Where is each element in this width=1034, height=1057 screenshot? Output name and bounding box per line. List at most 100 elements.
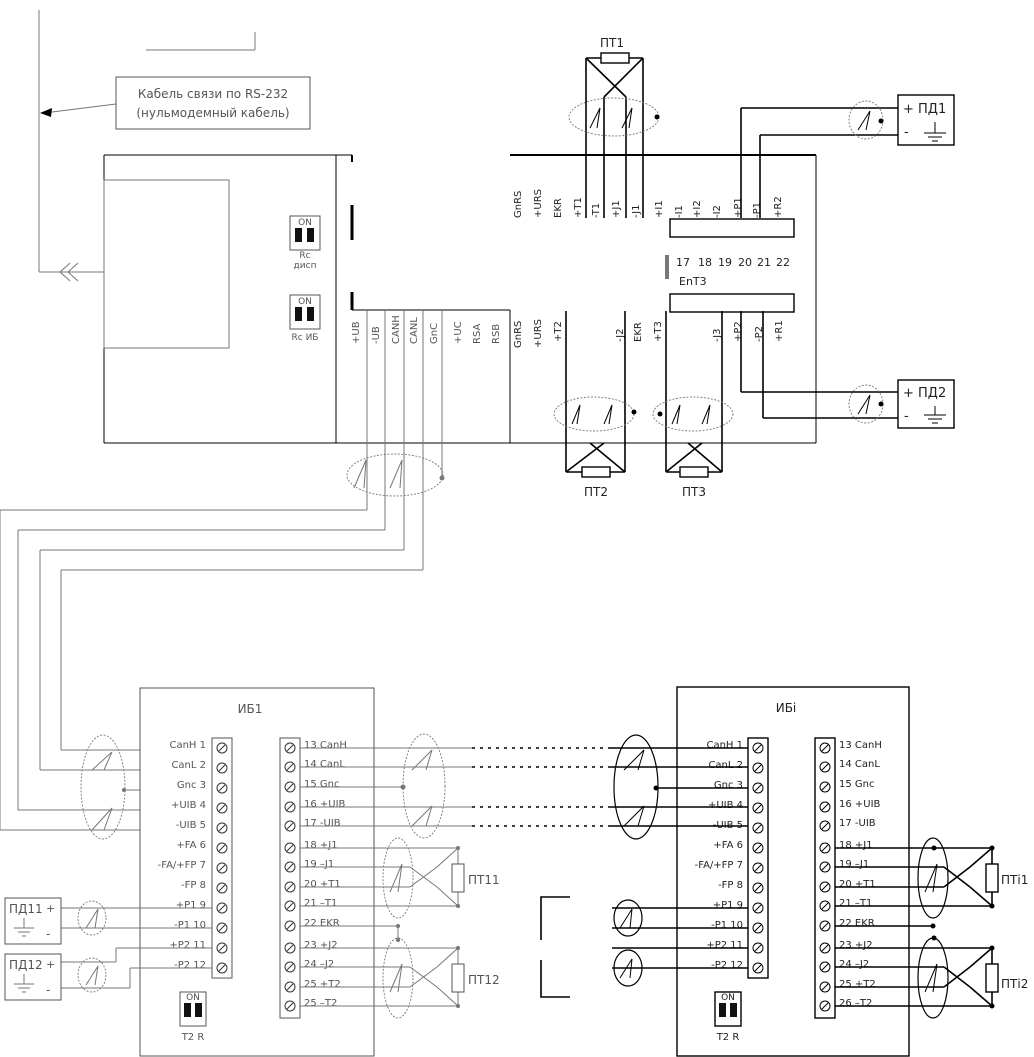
svg-text:16 +UIB: 16 +UIB bbox=[839, 799, 881, 810]
svg-text:+T3: +T3 bbox=[653, 321, 664, 342]
ibi-title: ИБi bbox=[776, 701, 797, 715]
svg-text:ПД12: ПД12 bbox=[9, 958, 43, 972]
svg-text:+P1 9: +P1 9 bbox=[713, 900, 743, 911]
svg-text:-UB: -UB bbox=[371, 326, 382, 344]
svg-text:GnC: GnC bbox=[429, 323, 440, 344]
svg-text:22 EKR: 22 EKR bbox=[304, 918, 340, 929]
svg-text:-P1: -P1 bbox=[752, 202, 763, 218]
svg-text:-: - bbox=[904, 125, 909, 140]
svg-text:15 Gnc: 15 Gnc bbox=[839, 779, 875, 790]
svg-text:ON: ON bbox=[298, 297, 312, 307]
svg-text:22: 22 bbox=[776, 256, 790, 269]
svg-text:15 Gnc: 15 Gnc bbox=[304, 779, 340, 790]
pt2-sensor: ПТ2 bbox=[553, 311, 637, 499]
ib1-wiring: ПТ11 ПТ12 ПД11 + - bbox=[4, 733, 610, 1019]
svg-text:+P2 11: +P2 11 bbox=[169, 940, 206, 951]
ent3-bottom-strip bbox=[669, 293, 795, 313]
svg-text:дисп: дисп bbox=[294, 261, 317, 271]
svg-text:+UC: +UC bbox=[453, 321, 464, 344]
svg-text:+R1: +R1 bbox=[774, 320, 785, 342]
svg-text:-FA/+FP 7: -FA/+FP 7 bbox=[695, 860, 743, 871]
ent3-top-terminal-labels: GnRS +URS EKR +T1 -T1 +J1 -J1 +I1 -I1 +I… bbox=[513, 189, 784, 218]
svg-text:+UIB 4: +UIB 4 bbox=[708, 800, 743, 811]
svg-text:+P2 11: +P2 11 bbox=[706, 940, 743, 951]
svg-text:Gnc 3: Gnc 3 bbox=[714, 780, 743, 791]
svg-text:17 -UIB: 17 -UIB bbox=[839, 818, 876, 829]
display-block: ON Rc дисп ON Rc ИБ bbox=[103, 154, 816, 444]
svg-text:19 –J1: 19 –J1 bbox=[304, 859, 334, 870]
svg-text:+UB: +UB bbox=[351, 321, 362, 344]
svg-text:18: 18 bbox=[698, 256, 712, 269]
svg-text:ПД11: ПД11 bbox=[9, 902, 43, 916]
arrow-head-icon bbox=[40, 108, 52, 117]
svg-text:EKR: EKR bbox=[633, 322, 644, 342]
svg-text:+R2: +R2 bbox=[773, 196, 784, 218]
ent3-bottom-terminal-labels: GnRS +URS +T2 -J2 EKR +T3 -J3 +P2 -P2 +R… bbox=[513, 319, 785, 348]
svg-text:+URS: +URS bbox=[533, 319, 544, 348]
cable-label-line1: Кабель связи по RS-232 bbox=[138, 87, 288, 101]
svg-text:+URS: +URS bbox=[533, 189, 544, 218]
svg-text:ПТ2: ПТ2 bbox=[584, 485, 608, 499]
svg-text:+ ПД1: + ПД1 bbox=[903, 102, 946, 117]
svg-text:-I2: -I2 bbox=[712, 205, 723, 218]
svg-text:+P2: +P2 bbox=[733, 321, 744, 342]
svg-text:GnRS: GnRS bbox=[513, 191, 524, 218]
ib1-screws bbox=[216, 742, 296, 1012]
svg-text:20 +T1: 20 +T1 bbox=[839, 879, 876, 890]
svg-text:ПТi1: ПТi1 bbox=[1001, 873, 1028, 887]
rs232-cable: Кабель связи по RS-232 (нульмодемный каб… bbox=[38, 10, 311, 282]
svg-text:23 +J2: 23 +J2 bbox=[839, 940, 873, 951]
svg-text:25 +T2: 25 +T2 bbox=[839, 979, 876, 990]
svg-text:+I1: +I1 bbox=[654, 200, 665, 218]
svg-text:-FA/+FP 7: -FA/+FP 7 bbox=[158, 860, 206, 871]
ent3-top-strip bbox=[669, 218, 795, 238]
svg-text:CanH 1: CanH 1 bbox=[169, 740, 206, 751]
svg-text:24 –J2: 24 –J2 bbox=[839, 959, 869, 970]
svg-text:+FA 6: +FA 6 bbox=[176, 840, 206, 851]
svg-text:-J2: -J2 bbox=[615, 329, 626, 342]
svg-text:-P2 12: -P2 12 bbox=[174, 960, 206, 971]
svg-text:+UIB 4: +UIB 4 bbox=[171, 800, 206, 811]
svg-text:13 CanH: 13 CanH bbox=[304, 740, 347, 751]
svg-text:CanL 2: CanL 2 bbox=[171, 760, 206, 771]
svg-text:21 –T1: 21 –T1 bbox=[304, 898, 337, 909]
svg-text:ПТ12: ПТ12 bbox=[468, 973, 500, 987]
svg-text:+T1: +T1 bbox=[573, 197, 584, 218]
display-screen bbox=[103, 179, 230, 349]
svg-text:24 –J2: 24 –J2 bbox=[304, 959, 334, 970]
svg-text:19: 19 bbox=[718, 256, 732, 269]
svg-text:-: - bbox=[46, 927, 50, 941]
svg-text:14 CanL: 14 CanL bbox=[304, 759, 345, 770]
svg-text:T2 R: T2 R bbox=[181, 1032, 205, 1043]
svg-text:ПТ1: ПТ1 bbox=[600, 36, 624, 50]
svg-text:25 –T2: 25 –T2 bbox=[304, 998, 337, 1009]
svg-text:25 +T2: 25 +T2 bbox=[304, 979, 341, 990]
ent3-block: 17 18 19 20 21 22 EnT3 bbox=[509, 154, 817, 443]
svg-text:-: - bbox=[46, 983, 50, 997]
pd1-sensor: + ПД1 - bbox=[740, 94, 955, 218]
svg-text:CANL: CANL bbox=[409, 317, 420, 344]
svg-text:+I2: +I2 bbox=[692, 200, 703, 218]
svg-text:ON: ON bbox=[721, 993, 735, 1003]
svg-text:-UIB 5: -UIB 5 bbox=[176, 820, 206, 831]
svg-text:+: + bbox=[46, 958, 55, 971]
svg-text:14 CanL: 14 CanL bbox=[839, 759, 880, 770]
svg-text:-P1 10: -P1 10 bbox=[711, 920, 743, 931]
svg-text:EKR: EKR bbox=[553, 198, 564, 218]
cable-label-box bbox=[115, 76, 311, 130]
svg-text:GnRS: GnRS bbox=[513, 321, 524, 348]
svg-text:+T2: +T2 bbox=[553, 321, 564, 342]
svg-text:17 -UIB: 17 -UIB bbox=[304, 818, 341, 829]
svg-text:+P1 9: +P1 9 bbox=[176, 900, 206, 911]
svg-text:ПТi2: ПТi2 bbox=[1001, 977, 1028, 991]
svg-text:20: 20 bbox=[738, 256, 752, 269]
ibi-screws bbox=[752, 742, 831, 1012]
ent3-label: EnT3 bbox=[679, 275, 707, 288]
svg-text:T2 R: T2 R bbox=[716, 1032, 740, 1043]
svg-text:-T1: -T1 bbox=[591, 203, 602, 218]
pd2-sensor: + ПД2 - bbox=[740, 311, 955, 429]
svg-text:+J1: +J1 bbox=[611, 200, 622, 218]
svg-text:21 –T1: 21 –T1 bbox=[839, 898, 872, 909]
cable-label-line2: (нульмодемный кабель) bbox=[136, 106, 289, 120]
